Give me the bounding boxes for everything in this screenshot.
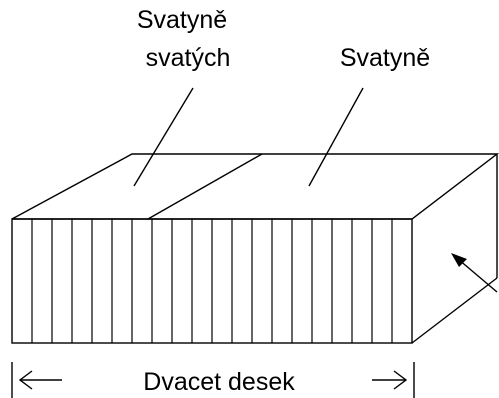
label-holy-of-holies-line1: Svatyně xyxy=(137,6,227,34)
boards-group xyxy=(31,219,393,343)
label-board-count: Dvacet desek xyxy=(143,368,295,396)
dimension-arrow-left-head-icon xyxy=(18,370,33,390)
side-arrowhead-icon xyxy=(451,253,467,267)
box-right-edge-bottom xyxy=(411,277,498,344)
side-arrow-shaft xyxy=(457,258,498,293)
label-holy-of-holies-line2: svatých xyxy=(146,44,231,72)
leader-line-holy-place xyxy=(308,87,364,187)
box-top-face xyxy=(11,153,499,220)
label-holy-place: Svatyně xyxy=(340,44,430,72)
leader-line-holy-of-holies xyxy=(133,87,194,187)
dimension-arrow-right-head-icon xyxy=(393,370,408,390)
partition-line xyxy=(147,153,263,220)
